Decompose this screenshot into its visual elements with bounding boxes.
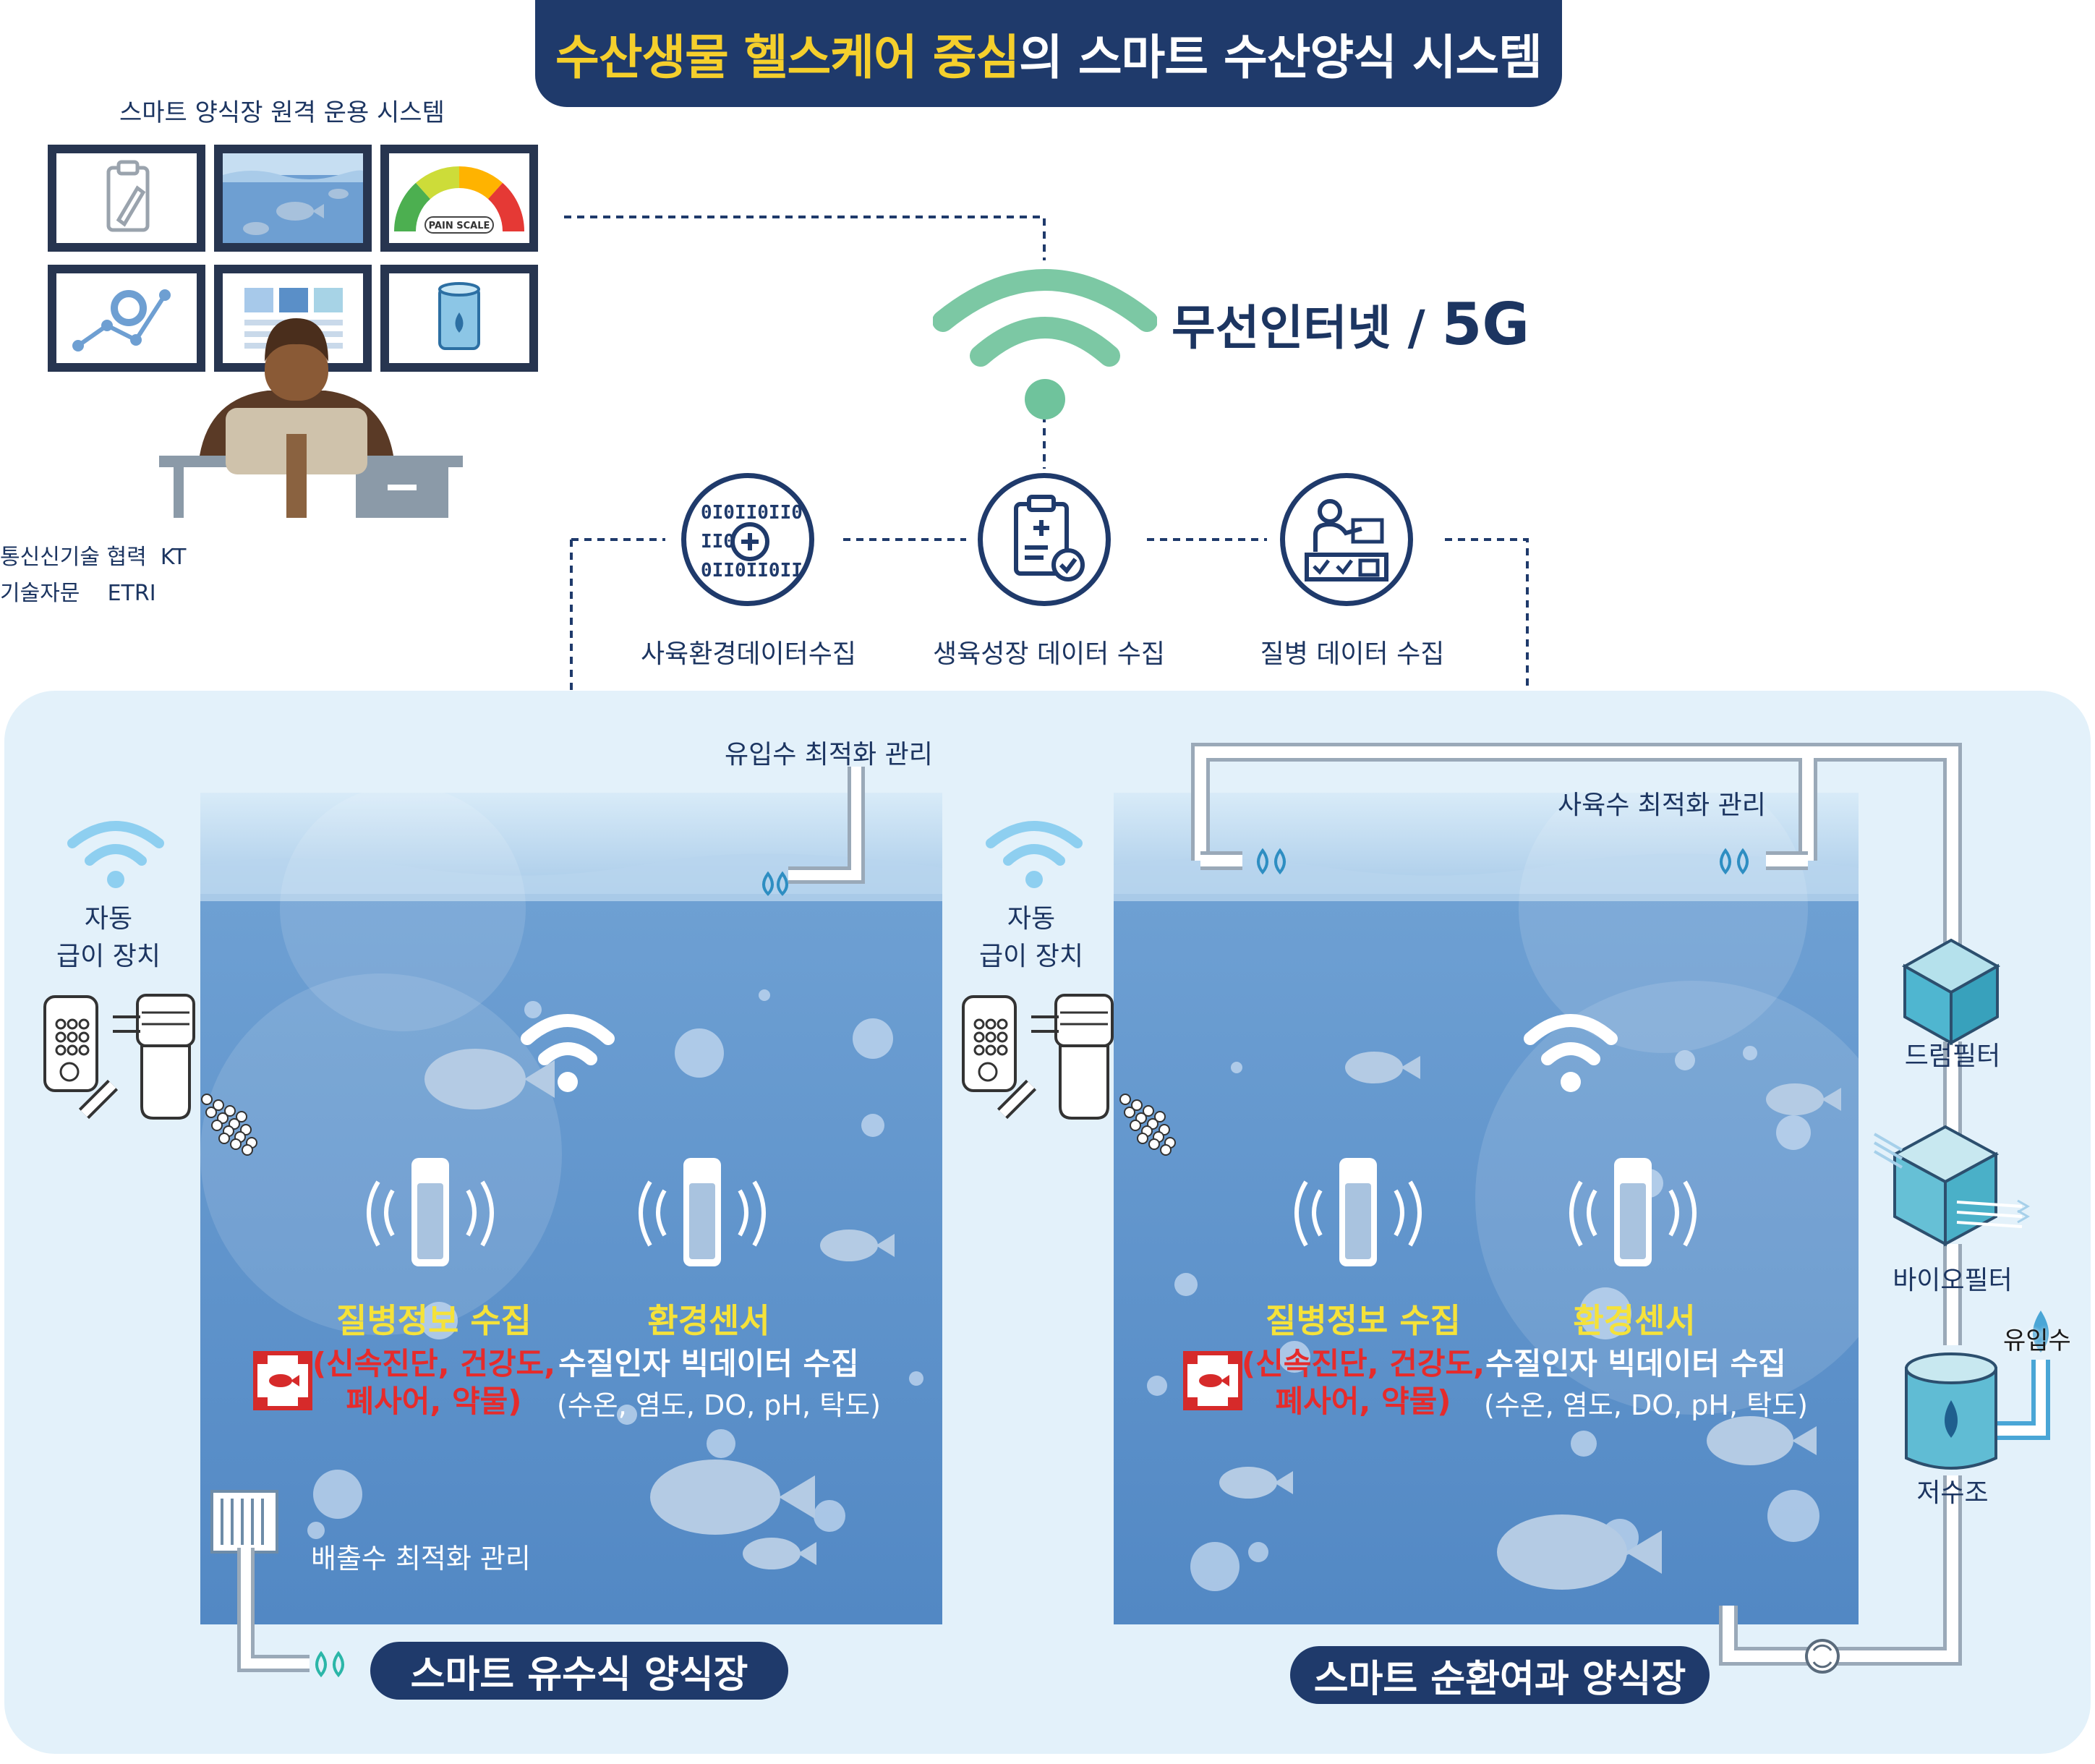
equipment-bio-filter: 바이오필터 xyxy=(1893,1266,2013,1295)
flow-outflow-label: 배출수 최적화 관리 xyxy=(311,1543,531,1575)
drum-filter-icon xyxy=(1901,938,2001,1046)
flow-env-title: 환경센서 xyxy=(647,1301,770,1340)
monitor-water-tank xyxy=(380,265,538,372)
binary-data-icon: 0I0II0II0 II0 0I 0II0II0II xyxy=(681,473,814,606)
monitor-pain-scale: PAIN SCALE xyxy=(380,145,538,252)
disease-sensor-icon xyxy=(1294,1158,1422,1266)
flow-farm-label: 스마트 유수식 양식장 xyxy=(370,1642,788,1700)
partner-row-1: 통신신기술 협력 KT xyxy=(0,539,187,571)
inflow-pipe xyxy=(762,767,865,896)
water-tank-icon xyxy=(438,282,480,350)
ras-feeder-label-1: 자동 xyxy=(1007,904,1056,934)
ras-farm-label: 스마트 순환여과 양식장 xyxy=(1290,1646,1710,1704)
pain-scale-gauge-icon: PAIN SCALE xyxy=(393,166,525,234)
ras-env-detail-1: 수질인자 빅데이터 수집 xyxy=(1485,1346,1786,1381)
auto-feeder-device-icon xyxy=(962,994,1176,1156)
flow-feeder-label-1: 자동 xyxy=(84,904,133,934)
fish-tank-icon xyxy=(223,153,364,243)
title-rest: 의 스마트 수산양식 시스템 xyxy=(1019,30,1543,85)
medical-fish-icon xyxy=(253,1351,312,1410)
ras-inflow-label: 유입수 xyxy=(2003,1326,2071,1355)
flow-through-tank xyxy=(200,793,942,1624)
ras-feeder-label-2: 급이 장치 xyxy=(979,942,1083,971)
operator-at-desk-illustration xyxy=(159,318,463,518)
fish-illustration xyxy=(424,1049,895,1569)
svg-text:0II0II0II: 0II0II0II xyxy=(701,560,803,581)
network-label: 무선인터넷 / 5G xyxy=(1172,289,1529,359)
monitor-clipboard xyxy=(48,145,205,252)
collection-label-disease: 질병 데이터 수집 xyxy=(1260,639,1445,669)
wifi-icon xyxy=(933,269,1157,419)
wifi-icon xyxy=(1524,1014,1618,1065)
partner-role: 통신신기술 협력 xyxy=(0,545,147,570)
ras-disease-title: 질병정보 수집 xyxy=(1266,1301,1461,1340)
monitor-fish-tank xyxy=(214,145,372,252)
network-label-sep: / xyxy=(1391,300,1442,356)
medical-fish-icon xyxy=(1183,1351,1242,1410)
collection-label-env: 사육환경데이터수집 xyxy=(640,639,857,669)
ras-disease-detail-2: 폐사어, 약물) xyxy=(1275,1384,1451,1419)
monitor-chart xyxy=(48,265,205,372)
ras-tank xyxy=(1114,793,1859,1624)
disease-sensor-icon xyxy=(367,1158,494,1266)
clipboard-pen-icon xyxy=(106,160,150,232)
flow-disease-title: 질병정보 수집 xyxy=(336,1301,532,1340)
fish-illustration xyxy=(1219,1052,1841,1590)
equipment-reservoir: 저수조 xyxy=(1916,1478,1989,1508)
title-highlight: 수산생물 헬스케어 중심 xyxy=(555,30,1020,85)
line-chart-icon xyxy=(72,289,171,351)
partner-role: 기술자문 xyxy=(0,581,80,606)
person-checklist-icon xyxy=(1280,473,1413,606)
ras-env-detail-2: (수온, 염도, DO, pH, 탁도) xyxy=(1484,1389,1808,1421)
partner-name: KT xyxy=(160,545,187,570)
partner-name: ETRI xyxy=(107,581,156,606)
reservoir-tank-icon xyxy=(1905,1352,1997,1470)
bio-filter-icon xyxy=(1873,1125,2031,1247)
environment-sensor-icon xyxy=(639,1158,766,1266)
flow-env-detail-2: (수온, 염도, DO, pH, 탁도) xyxy=(557,1389,881,1421)
network-connectors xyxy=(564,216,1529,691)
flow-inflow-label: 유입수 최적화 관리 xyxy=(725,740,933,770)
flow-feeder-label-2: 급이 장치 xyxy=(56,942,161,971)
network-label-5g: 5G xyxy=(1441,291,1529,358)
network-label-ko: 무선인터넷 xyxy=(1172,300,1391,356)
monitor-dashboard xyxy=(214,265,372,372)
environment-sensor-icon xyxy=(1569,1158,1697,1266)
ras-env-title: 환경센서 xyxy=(1573,1301,1696,1340)
clipboard-check-icon xyxy=(978,473,1111,606)
wifi-icon xyxy=(521,1014,615,1065)
remote-system-title: 스마트 양식장 원격 운용 시스템 xyxy=(119,98,445,127)
collection-label-growth: 생육성장 데이터 수집 xyxy=(933,639,1165,669)
auto-feeder-device-icon xyxy=(43,994,257,1156)
equipment-drum-filter: 드럼필터 xyxy=(1904,1041,2001,1071)
flow-disease-detail-1: (신속진단, 건강도, xyxy=(312,1346,556,1381)
wifi-icon xyxy=(986,821,1083,888)
flow-disease-detail-2: 폐사어, 약물) xyxy=(346,1384,522,1419)
partner-row-2: 기술자문 ETRI xyxy=(0,575,156,607)
wifi-icon xyxy=(67,821,164,888)
ras-disease-detail-1: (신속진단, 건강도, xyxy=(1241,1346,1485,1381)
outflow-pipe xyxy=(237,1548,344,1678)
flow-env-detail-1: 수질인자 빅데이터 수집 xyxy=(558,1346,859,1381)
pain-scale-label: PAIN SCALE xyxy=(429,221,490,231)
ras-water-label: 사육수 최적화 관리 xyxy=(1558,791,1766,820)
svg-text:0I0II0II0: 0I0II0II0 xyxy=(701,502,803,524)
